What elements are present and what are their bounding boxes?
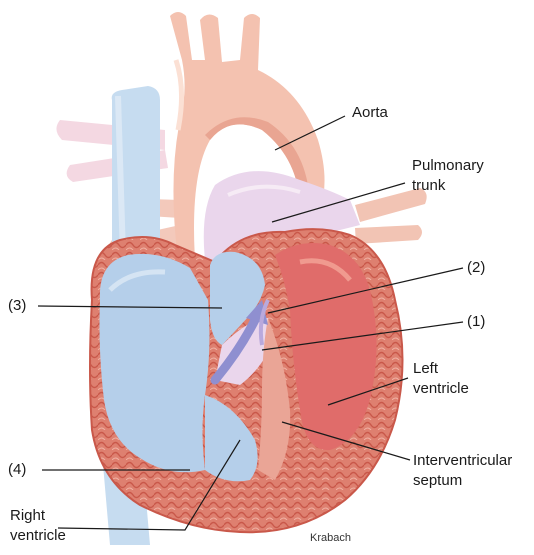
label-marker-1: (1) [467,313,485,331]
label-right-ventricle-line2: ventricle [10,527,66,545]
label-marker-3: (3) [8,297,26,315]
label-marker-4: (4) [8,461,26,479]
label-pulmonary-line1: Pulmonary [412,157,484,175]
label-aorta: Aorta [352,104,388,122]
label-septum-line1: Interventricular [413,452,512,470]
label-septum-line2: septum [413,472,462,490]
label-left-ventricle-line1: Left [413,360,438,378]
label-left-ventricle-line2: ventricle [413,380,469,398]
label-right-ventricle-line1: Right [10,507,45,525]
label-pulmonary-line2: trunk [412,177,445,195]
label-marker-2: (2) [467,259,485,277]
artist-credit: Krabach [310,532,351,544]
